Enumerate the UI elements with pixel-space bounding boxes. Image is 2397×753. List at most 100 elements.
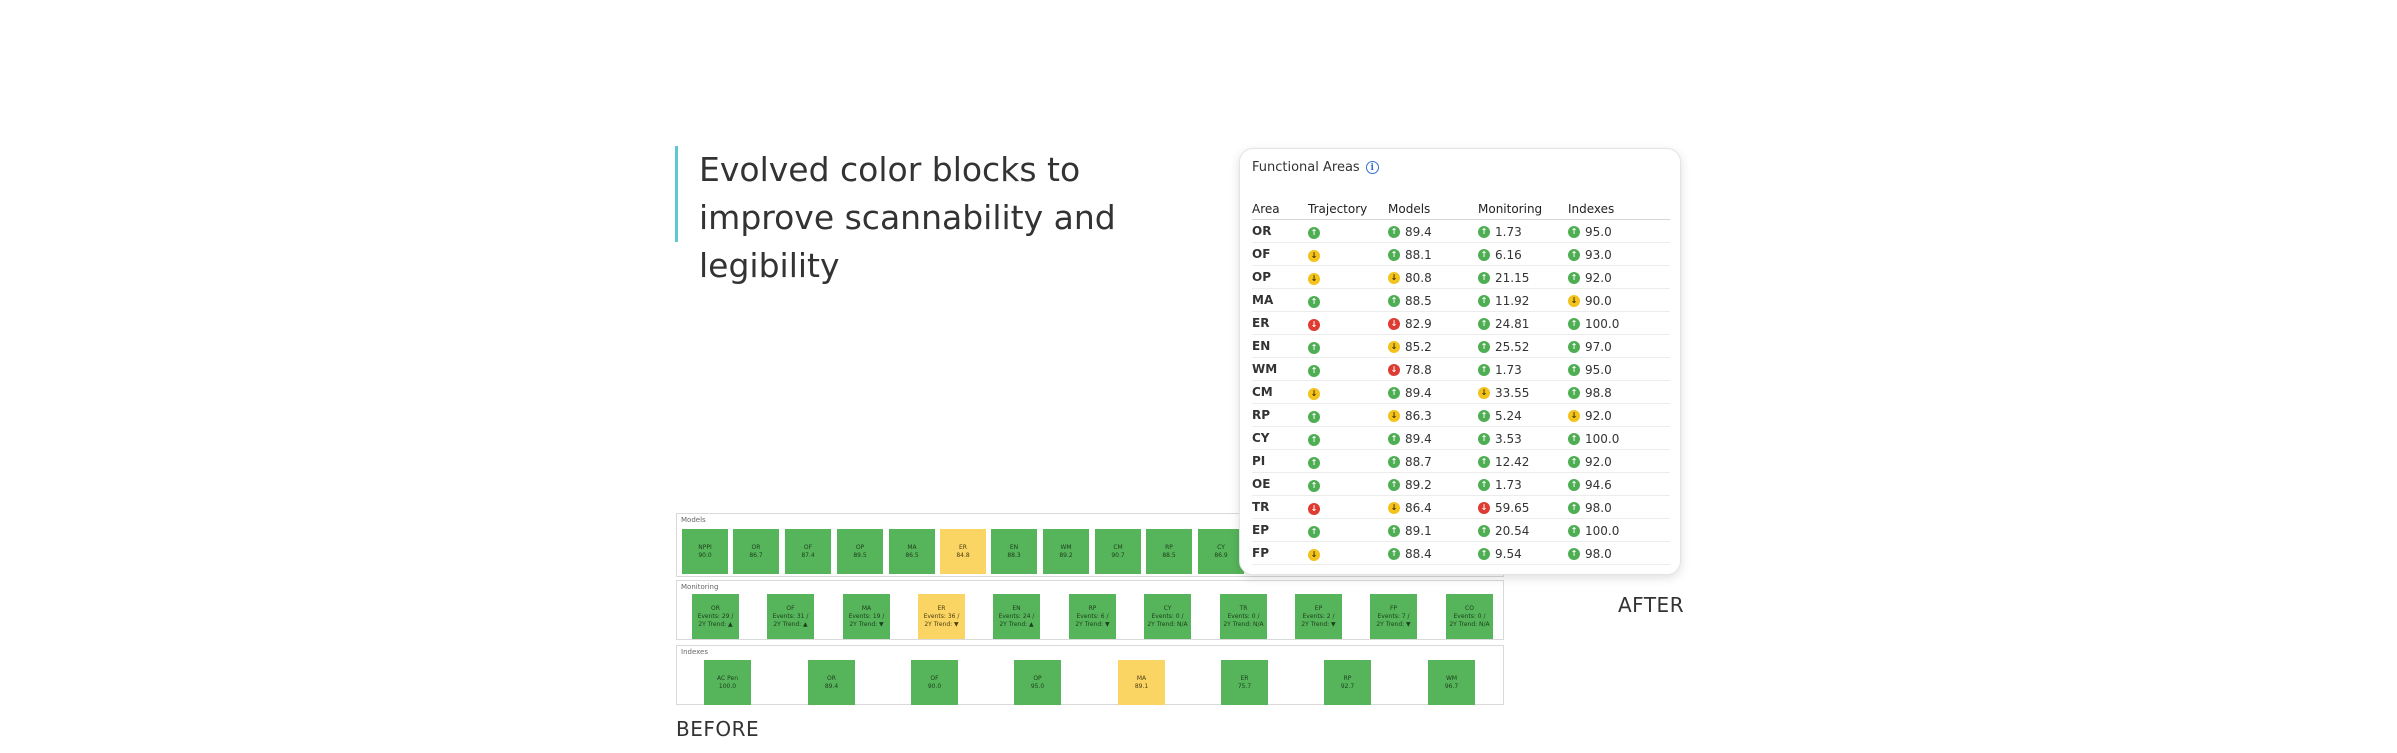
indexes-cell: ↑95.0	[1568, 219, 1670, 243]
table-row[interactable]: EP↑↑89.1↑20.54↑100.0	[1252, 518, 1670, 542]
monitoring-cell: ↑24.81	[1478, 311, 1568, 335]
indexes-cell: ↑97.0	[1568, 334, 1670, 358]
models-value: 80.8	[1405, 271, 1432, 285]
table-row[interactable]: OP↓↓80.8↑21.15↑92.0	[1252, 265, 1670, 289]
table-row[interactable]: TR↓↓86.4↓59.65↑98.0	[1252, 495, 1670, 519]
monitoring-value: 20.54	[1495, 524, 1530, 538]
after-label: AFTER	[1618, 593, 1685, 617]
before-label: BEFORE	[676, 717, 760, 741]
table-row[interactable]: MA↑↑88.5↑11.92↓90.0	[1252, 288, 1670, 312]
arrow-up-icon: ↑	[1388, 226, 1400, 238]
indexes-value: 97.0	[1585, 340, 1612, 354]
table-row[interactable]: ER↓↓82.9↑24.81↑100.0	[1252, 311, 1670, 335]
block-value: 86.9	[1214, 551, 1228, 559]
column-header-models[interactable]: Models	[1388, 201, 1478, 220]
models-indicator: ↑88.4	[1388, 547, 1432, 561]
table-row[interactable]: RP↑↓86.3↑5.24↓92.0	[1252, 403, 1670, 427]
arrow-up-icon: ↑	[1388, 479, 1400, 491]
before-monitoring-title: Monitoring	[681, 583, 719, 591]
block-value: 95.0	[1030, 682, 1045, 690]
block-code: WM	[1445, 674, 1458, 682]
column-header-monitoring[interactable]: Monitoring	[1478, 201, 1568, 220]
table-row[interactable]: CY↑↑89.4↑3.53↑100.0	[1252, 426, 1670, 450]
indexes-indicator: ↑98.0	[1568, 501, 1612, 515]
table-row[interactable]: CM↓↑89.4↓33.55↑98.8	[1252, 380, 1670, 404]
indexes-indicator: ↑95.0	[1568, 363, 1612, 377]
arrow-down-icon: ↓	[1308, 318, 1320, 331]
table-row[interactable]: EN↑↓85.2↑25.52↑97.0	[1252, 334, 1670, 358]
monitoring-cell: ↑20.54	[1478, 518, 1568, 542]
monitoring-cell: ↑9.54	[1478, 541, 1568, 565]
monitoring-cell: ↑3.53	[1478, 426, 1568, 450]
indexes-value: 98.0	[1585, 547, 1612, 561]
arrow-up-icon: ↑	[1568, 226, 1580, 238]
block-trend: 2Y Trend: ▼	[1301, 620, 1336, 628]
area-cell: TR	[1252, 495, 1308, 519]
column-header-area[interactable]: Area	[1252, 201, 1308, 220]
info-icon[interactable]: i	[1365, 161, 1379, 174]
table-row[interactable]: OR↑↑89.4↑1.73↑95.0	[1252, 219, 1670, 243]
monitoring-indicator: ↑12.42	[1478, 455, 1529, 469]
trajectory-cell: ↑	[1308, 219, 1388, 243]
block-events: Events: 0 /	[1227, 612, 1260, 620]
trajectory-cell: ↑	[1308, 334, 1388, 358]
arrow-up-icon: ↑	[1388, 387, 1400, 399]
table-row[interactable]: WM↑↓78.8↑1.73↑95.0	[1252, 357, 1670, 381]
models-indicator: ↑88.1	[1388, 248, 1432, 262]
table-row[interactable]: OF↓↑88.1↑6.16↑93.0	[1252, 242, 1670, 266]
models-indicator: ↑89.4	[1388, 225, 1432, 239]
indexes-value: 95.0	[1585, 363, 1612, 377]
monitoring-cell: ↑5.24	[1478, 403, 1568, 427]
arrow-up-icon: ↑	[1478, 433, 1490, 445]
indexes-indicator: ↓90.0	[1568, 294, 1612, 308]
monitoring-cell: ↓33.55	[1478, 380, 1568, 404]
block-trend: 2Y Trend: ▼	[1075, 620, 1110, 628]
table-row[interactable]: PI↑↑88.7↑12.42↑92.0	[1252, 449, 1670, 473]
block-code: MA	[907, 543, 917, 551]
models-value: 86.3	[1405, 409, 1432, 423]
indexes-indicator: ↑100.0	[1568, 317, 1619, 331]
table-row[interactable]: FP↓↑88.4↑9.54↑98.0	[1252, 541, 1670, 565]
column-header-indexes[interactable]: Indexes	[1568, 201, 1670, 220]
monitoring-indicator: ↑3.53	[1478, 432, 1522, 446]
area-cell: EN	[1252, 334, 1308, 358]
models-value: 89.1	[1405, 524, 1432, 538]
arrow-up-icon: ↑	[1478, 318, 1490, 330]
column-header-trajectory[interactable]: Trajectory	[1308, 201, 1388, 220]
table-row[interactable]: OE↑↑89.2↑1.73↑94.6	[1252, 472, 1670, 496]
monitoring-value: 59.65	[1495, 501, 1530, 515]
models-indicator: ↓86.3	[1388, 409, 1432, 423]
indexes-cell: ↑93.0	[1568, 242, 1670, 266]
